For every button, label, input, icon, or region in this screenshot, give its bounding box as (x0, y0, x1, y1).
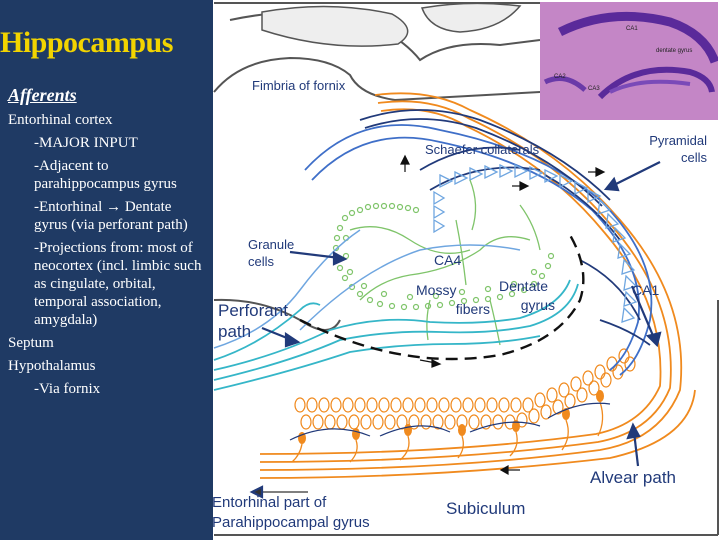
outline-item: -Projections from: most of neocortex (in… (34, 240, 202, 328)
granule-cells (332, 202, 555, 311)
flow-arrows (400, 154, 606, 476)
outline-item: -Entorhinal → Dentate gyrus (via perfora… (34, 199, 188, 233)
label-pyramidal-line: cells (680, 150, 707, 165)
histology-inset: CA1 dentate gyrus CA2 CA3 (540, 2, 718, 120)
label-mossy-line: Mossy (416, 282, 457, 298)
hilus-boundary (299, 234, 585, 361)
label-perforant: Perforant path (218, 300, 288, 342)
outline-item: Septum (8, 335, 54, 351)
tissue-outline (213, 298, 341, 331)
subiculum-cells (294, 348, 636, 430)
label-entorhinal-line: Parahippocampal gyrus (212, 514, 370, 531)
label-pyramidal: Pyramidal cells (630, 132, 707, 166)
label-alvear: Alvear path (590, 468, 676, 487)
label-mossy-line: fibers (455, 301, 490, 317)
mossy-fibers (349, 179, 541, 346)
ventricle-outline (420, 2, 522, 33)
label-dentate-line: gyrus (520, 297, 555, 313)
label-fimbria: Fimbria of fornix (252, 78, 346, 93)
outline-heading: Afferents (8, 85, 77, 105)
label-ca4: CA4 (434, 252, 462, 268)
perforant-path (213, 279, 579, 391)
label-pyramidal-line: Pyramidal (649, 133, 707, 148)
tissue-outline (214, 300, 719, 536)
label-granule-line: Granule (248, 237, 295, 252)
pointer-arrows (249, 161, 662, 499)
label-perforant-line: Perforant (218, 301, 288, 320)
label-subiculum: Subiculum (446, 499, 526, 518)
page-title: Hippocampus (0, 26, 173, 59)
outline-item: -Adjacent to parahippocampus gyrus (34, 158, 177, 192)
outline-item: Hypothalamus (8, 358, 96, 374)
histology-stain: CA1 dentate gyrus CA2 CA3 (543, 11, 718, 100)
label-ca1: CA1 (632, 282, 660, 298)
outline-item: -Via fornix (34, 381, 101, 397)
afferents-outline: Afferents Entorhinal cortex -MAJOR INPUT… (8, 86, 208, 403)
label-granule: Granule cells (248, 236, 294, 270)
outline-item: -MAJOR INPUT (34, 135, 138, 151)
inset-label-ca3: CA3 (588, 86, 600, 92)
label-granule-line: cells (248, 254, 275, 269)
outline-item: Entorhinal cortex (8, 112, 113, 128)
outline-panel (0, 0, 213, 540)
inset-label-dentate: dentate gyrus (656, 48, 692, 54)
label-entorhinal-line: Entorhinal part of (212, 494, 327, 511)
label-dentate-line: Dentate (499, 278, 549, 294)
ca-axons (359, 109, 651, 346)
ventricle-outline (261, 5, 409, 47)
inset-label-ca2: CA2 (554, 74, 566, 80)
hippocampus-diagram (213, 2, 719, 536)
perforant-fiber-light (213, 229, 521, 349)
label-dentate: Dentate gyrus (499, 277, 555, 315)
inset-label-ca1: CA1 (626, 26, 638, 32)
label-mossy: Mossy fibers (416, 281, 490, 319)
label-schaefer: Schaefer collaterals (425, 142, 540, 157)
tissue-outline (213, 56, 541, 102)
label-entorhinal: Entorhinal part of Parahippocampal gyrus (212, 493, 370, 533)
subiculum-neurons (298, 390, 604, 444)
label-perforant-line: path (218, 322, 252, 341)
subiculum-dendrites (289, 402, 611, 441)
pyramidal-cells (433, 163, 638, 323)
subiculum-axons (291, 401, 604, 463)
